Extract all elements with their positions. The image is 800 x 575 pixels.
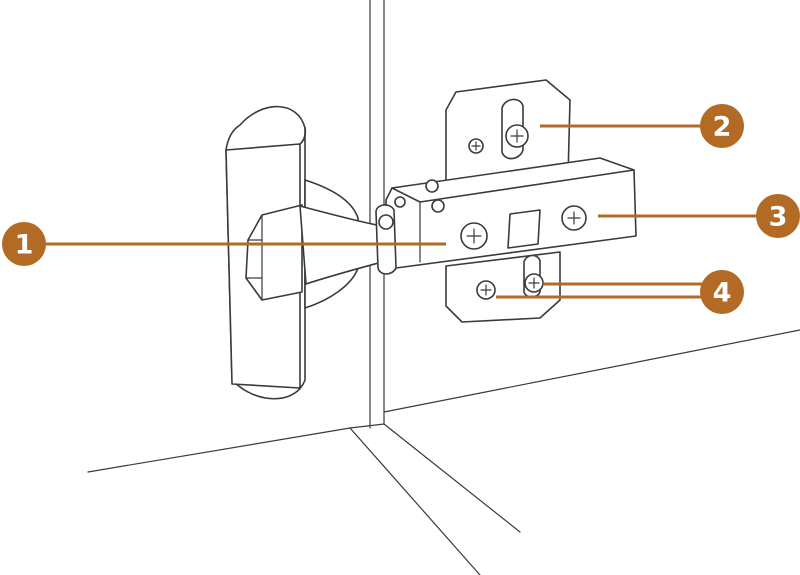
plate-screw-cross-a	[471, 141, 481, 151]
hinge-cup-plate	[225, 105, 359, 400]
arm-slot	[507, 209, 541, 249]
callouts: 1 2 3 4	[2, 104, 800, 314]
arm-pivot	[378, 214, 394, 230]
plate-screw-cross-4b	[480, 284, 492, 296]
callout-label-2: 2	[713, 112, 732, 143]
floor-line-b	[383, 423, 521, 533]
callout-label-4: 4	[713, 278, 732, 309]
arm-rivet-b	[431, 199, 445, 213]
callout-badge-3	[756, 194, 800, 238]
plate-screw-cross-2	[510, 129, 524, 143]
plate-screw-cross-4a	[528, 277, 540, 289]
callout-badge-2	[700, 104, 744, 148]
shelf-front-edge	[87, 427, 351, 473]
callout-badge-4	[700, 270, 744, 314]
callout-label-1: 1	[15, 230, 34, 261]
shelf-corner	[349, 423, 385, 429]
shelf-back-edge	[383, 329, 800, 413]
arm-rivet-a	[425, 179, 439, 193]
arm-rivet-c	[394, 196, 406, 208]
cabinet-structure	[87, 0, 800, 575]
arm-screw-cross-3	[567, 211, 581, 225]
callout-badge-1	[2, 222, 46, 266]
arm-screw-cross-1	[466, 228, 482, 244]
callout-label-3: 3	[769, 202, 788, 233]
cup-plate-top-edge	[299, 127, 307, 145]
floor-line-a	[349, 427, 481, 575]
